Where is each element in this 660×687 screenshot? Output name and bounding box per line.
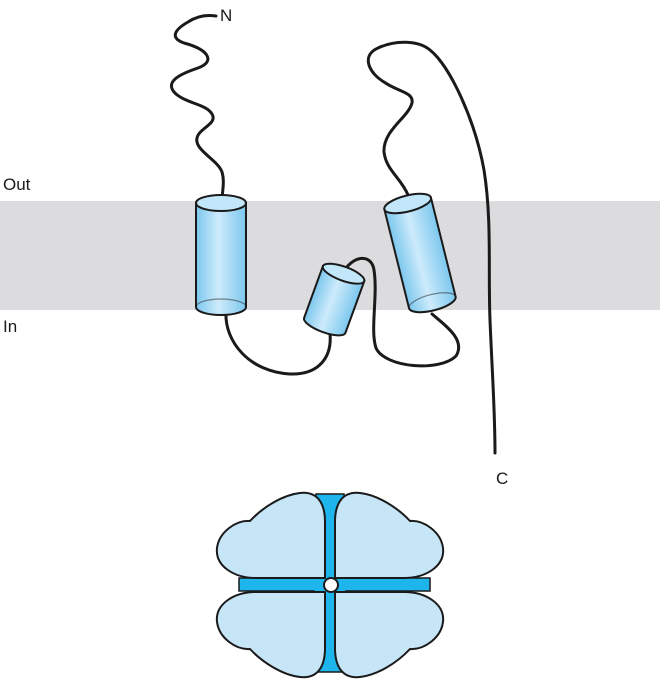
n-terminal-chain <box>171 15 223 201</box>
subunit-top-right <box>335 493 443 578</box>
label-n-terminus: N <box>220 6 232 25</box>
label-in: In <box>3 317 17 336</box>
subunit-bottom-left <box>217 592 325 677</box>
subunit-bottom-right <box>335 592 443 677</box>
label-out: Out <box>3 175 31 194</box>
central-pore <box>324 578 338 592</box>
transmembrane-helix-1 <box>196 195 246 315</box>
label-c-terminus: C <box>496 469 508 488</box>
subunit-top-left <box>217 493 325 578</box>
tetramer-top-view <box>217 493 443 677</box>
